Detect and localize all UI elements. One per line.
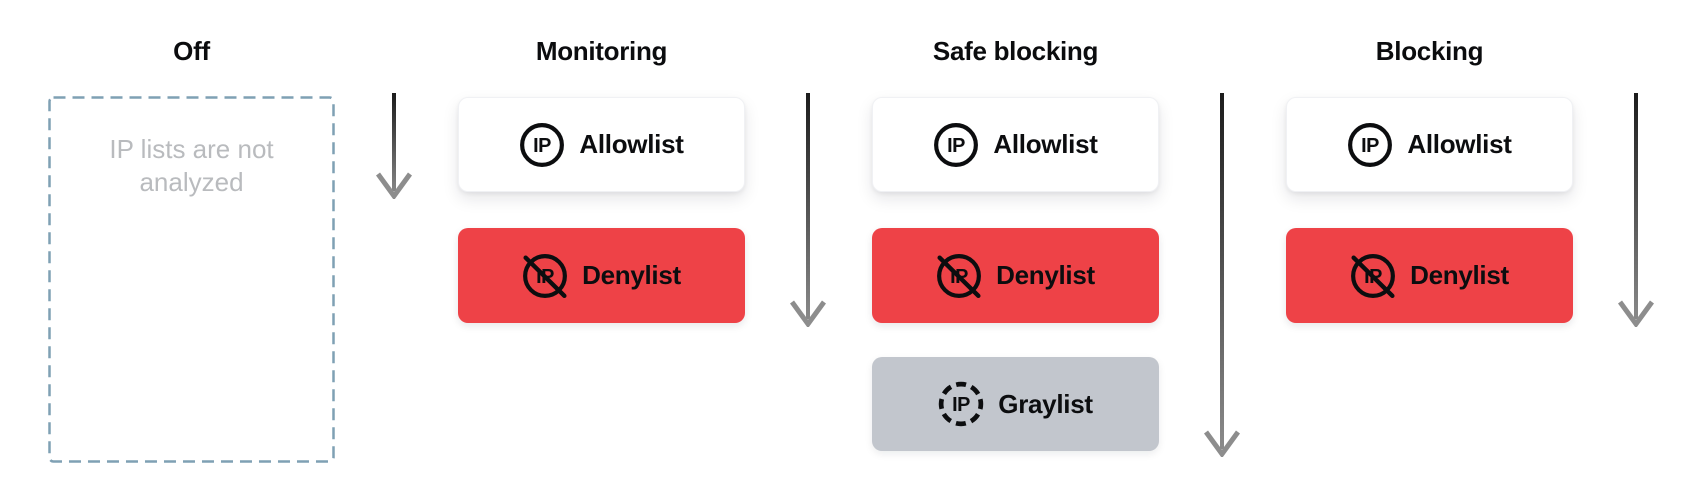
card-label: Allowlist — [1407, 129, 1512, 159]
card-label: Denylist — [996, 260, 1095, 290]
graylist-card: IP Graylist — [872, 357, 1159, 451]
down-arrow-after-blocking — [1618, 93, 1654, 327]
svg-text:IP: IP — [952, 394, 970, 416]
ip-crossed-icon: IP — [937, 253, 982, 298]
down-arrow-after-safe-blocking — [1204, 93, 1240, 457]
column-title-monitoring: Monitoring — [535, 36, 668, 66]
column-monitoring: Monitoring IP Allowlist IP Denylist — [458, 0, 745, 500]
ip-crossed-icon: IP — [1351, 253, 1396, 298]
off-empty-text: IP lists are not analyzed — [109, 134, 274, 197]
svg-text:IP: IP — [1362, 134, 1380, 156]
card-label: Denylist — [1410, 260, 1509, 290]
allowlist-card: IP Allowlist — [1286, 97, 1573, 192]
card-label: Denylist — [582, 260, 681, 290]
ip-circle-icon: IP — [1348, 122, 1393, 167]
dashed-border — [48, 96, 335, 463]
card-label: Allowlist — [993, 129, 1098, 159]
column-title-blocking: Blocking — [1375, 36, 1484, 66]
down-arrow-after-off — [376, 93, 412, 199]
denylist-card: IP Denylist — [458, 228, 745, 323]
column-title-off: Off — [173, 36, 210, 66]
ip-circle-icon: IP — [934, 122, 979, 167]
svg-text:IP: IP — [948, 134, 966, 156]
card-label: Graylist — [998, 388, 1093, 419]
denylist-card: IP Denylist — [1286, 228, 1573, 323]
off-empty-box: IP lists are not analyzed — [48, 96, 335, 463]
down-arrow-after-monitoring — [790, 93, 826, 327]
allowlist-card: IP Allowlist — [458, 97, 745, 192]
ip-circle-icon: IP — [520, 122, 565, 167]
svg-text:IP: IP — [534, 134, 552, 156]
denylist-card: IP Denylist — [872, 228, 1159, 323]
ip-crossed-icon: IP — [523, 253, 568, 298]
column-blocking: Blocking IP Allowlist IP Denylist — [1286, 0, 1573, 500]
ip-dashed-icon: IP — [939, 381, 984, 427]
card-label: Allowlist — [579, 129, 684, 159]
allowlist-card: IP Allowlist — [872, 97, 1159, 192]
column-title-safe-blocking: Safe blocking — [932, 36, 1099, 66]
column-safe-blocking: Safe blocking IP Allowlist IP Denylist I… — [872, 0, 1159, 500]
column-off: Off IP lists are not analyzed — [48, 0, 335, 500]
